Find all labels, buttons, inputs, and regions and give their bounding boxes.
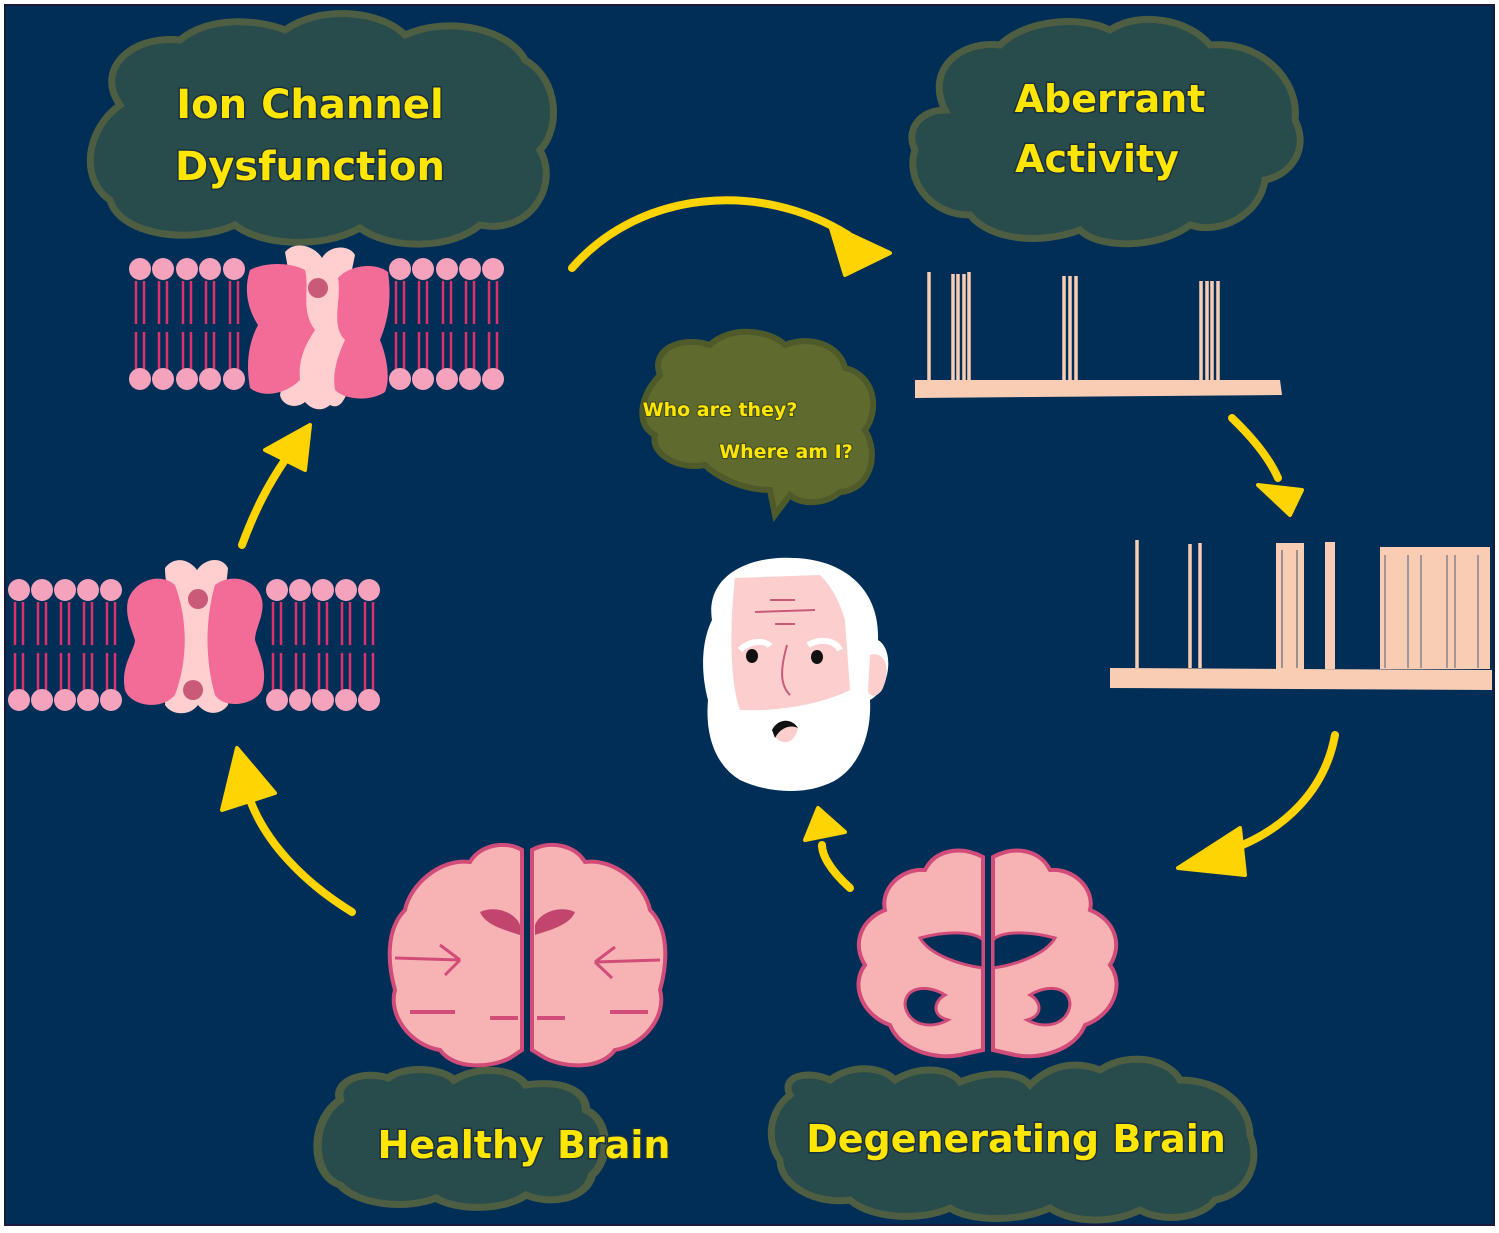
healthy-brain-label: Healthy Brain [378, 1123, 671, 1167]
ion-icon [183, 680, 203, 700]
burst-spike-trace-icon [1110, 540, 1492, 690]
degenerating-brain-cloud: Degenerating Brain [767, 1055, 1258, 1224]
healthy-brain-cloud: Healthy Brain [313, 1066, 672, 1211]
arrow-icon [1228, 414, 1304, 517]
ion-icon [188, 589, 208, 609]
brain-coronal-icon [387, 842, 668, 1068]
arrow-icon [803, 806, 854, 892]
spike-trace-icon [915, 272, 1282, 398]
aberrant-title-line2: Activity [1015, 137, 1179, 181]
thought-line1: Who are they? [643, 399, 798, 421]
ion-channel-dysfunction-cloud: Ion Channel Dysfunction [86, 10, 557, 248]
aberrant-title-line1: Aberrant [1015, 77, 1206, 121]
ion-channel-title-line2: Dysfunction [175, 144, 445, 190]
aberrant-activity-cloud: Aberrant Activity [908, 15, 1304, 248]
arrow-icon [220, 746, 356, 916]
degenerating-brain-label: Degenerating Brain [806, 1117, 1226, 1161]
arrow-icon [568, 196, 892, 277]
ion-icon [308, 278, 328, 298]
atrophied-brain-icon [856, 848, 1119, 1059]
thought-bubble: Who are they? Where am I? [639, 328, 877, 523]
ion-channel-icon [6, 559, 382, 714]
elderly-man-face-icon [703, 557, 889, 792]
thought-line2: Where am I? [719, 441, 853, 463]
arrow-icon [1176, 731, 1339, 877]
arrow-icon [238, 423, 312, 549]
arrows [220, 196, 1339, 916]
dysfunctional-ion-channel-icon [127, 245, 506, 410]
ion-channel-title-line1: Ion Channel [176, 82, 443, 128]
